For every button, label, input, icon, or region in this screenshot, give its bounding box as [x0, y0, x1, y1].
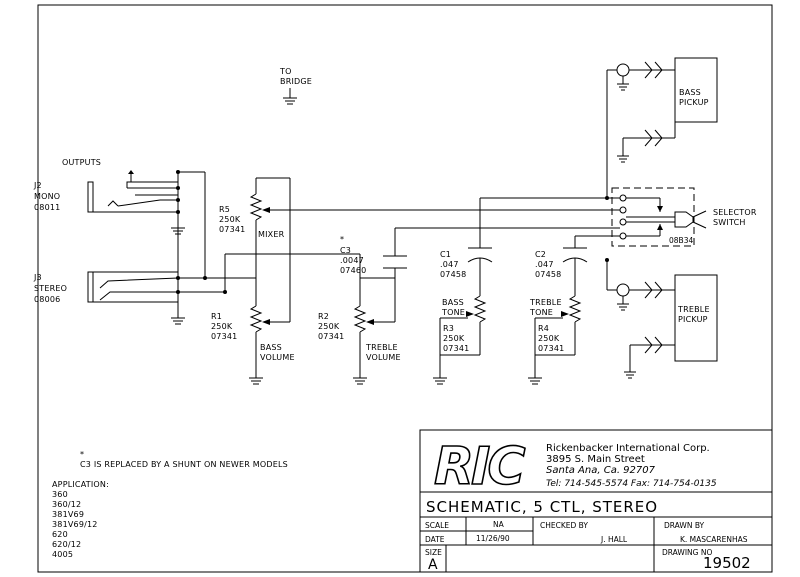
bass-tone-label-2: TONE [441, 308, 465, 317]
c3-note: C3 IS REPLACED BY A SHUNT ON NEWER MODEL… [80, 460, 288, 469]
c3-label-1: C3 [340, 246, 351, 255]
company-address-2: Santa Ana, Ca. 92707 [546, 465, 656, 476]
jack-j3-stereo: J3 STEREO 08006 [33, 271, 179, 304]
capacitor-c3: * C3 .0047 07460 [340, 227, 612, 306]
c1-label-1: C1 [440, 250, 451, 259]
checked-by-label: CHECKED BY [540, 521, 588, 530]
application-item: 381V69/12 [52, 520, 98, 529]
r2-label-3: 07341 [318, 332, 344, 341]
r1-label-2: 250K [211, 322, 233, 331]
treble-volume-label-2: VOLUME [366, 353, 401, 362]
r3-label-2: 250K [443, 334, 465, 343]
outputs-label: OUTPUTS [62, 158, 101, 167]
drawing-no-label: DRAWING NO [662, 548, 712, 557]
application-item: 381V69 [52, 510, 84, 519]
bass-tone-label-1: BASS [442, 298, 464, 307]
r5-label-1: R5 [219, 205, 230, 214]
j3-label-3: 08006 [34, 295, 60, 304]
c2-label-3: 07458 [535, 270, 561, 279]
c2-label-2: .047 [535, 260, 554, 269]
size-value: A [428, 557, 438, 573]
c2-label-1: C2 [535, 250, 546, 259]
company-address-1: 3895 S. Main Street [546, 454, 645, 465]
drawing-title: SCHEMATIC, 5 CTL, STEREO [426, 498, 658, 516]
j3-label-2: STEREO [34, 284, 67, 293]
application-item: 360/12 [52, 500, 81, 509]
application-item: 620/12 [52, 540, 81, 549]
r5-label-2: 250K [219, 215, 241, 224]
application-item: 4005 [52, 550, 73, 559]
r3-label-1: R3 [443, 324, 454, 333]
c1-label-3: 07458 [440, 270, 466, 279]
drawing-border [37, 4, 773, 573]
r2-label-1: R2 [318, 312, 329, 321]
selector-switch: SELECTOR SWITCH 08B34 [611, 187, 757, 247]
treble-pickup-label-1: TREBLE [677, 305, 710, 314]
note-star: * [80, 450, 84, 459]
r1-label-3: 07341 [211, 332, 237, 341]
date-label: DATE [425, 535, 445, 544]
bass-pickup: BASS PICKUP [606, 57, 718, 198]
bridge-ground: TO BRIDGE [279, 67, 312, 105]
r4-label-2: 250K [538, 334, 560, 343]
c3-label-2: .0047 [340, 256, 364, 265]
c1-label-2: .047 [440, 260, 459, 269]
c3-label-3: 07460 [340, 266, 366, 275]
j2-label-1: J2 [33, 181, 42, 190]
application-item: 360 [52, 490, 68, 499]
title-block: RIC Rickenbacker International Corp. 389… [419, 429, 773, 573]
company-name: Rickenbacker International Corp. [546, 443, 710, 454]
application-item: 620 [52, 530, 68, 539]
bass-pickup-label-2: PICKUP [679, 98, 709, 107]
treble-tone-label-2: TONE [529, 308, 553, 317]
bass-pickup-label-1: BASS [679, 88, 701, 97]
mixer-label: MIXER [258, 230, 285, 239]
r3-label-3: 07341 [443, 344, 469, 353]
treble-tone-circuit: C2 .047 07458 TREBLE TONE R4 250K 07341 [528, 236, 588, 385]
j2-label-3: 08011 [34, 203, 60, 212]
drawing-no-value: 19502 [703, 554, 751, 572]
drawn-by-label: DRAWN BY [664, 521, 705, 530]
treble-pickup-label-2: PICKUP [678, 315, 708, 324]
date-value: 11/26/90 [476, 534, 510, 543]
bass-volume-label-2: VOLUME [260, 353, 295, 362]
treble-tone-label-1: TREBLE [529, 298, 562, 307]
pot-r2-treble-volume: R2 250K 07341 TREBLE VOLUME [318, 278, 401, 385]
bass-volume-label-1: BASS [260, 343, 282, 352]
j3-label-1: J3 [33, 273, 42, 282]
drawn-by-value: K. MASCARENHAS [680, 535, 748, 544]
r5-label-3: 07341 [219, 225, 245, 234]
to-bridge-label-2: BRIDGE [280, 77, 312, 86]
switch-part-label: 08B34 [669, 236, 693, 245]
treble-pickup: TREBLE PICKUP [606, 260, 718, 379]
pot-r5-mixer: R5 250K 07341 MIXER [219, 177, 612, 323]
selector-switch-label-2: SWITCH [713, 218, 746, 227]
bass-tone-circuit: C1 .047 07458 BASS TONE R3 250K 07341 [433, 198, 493, 385]
applications-list: 360 360/12 381V69 381V69/12 620 620/12 4… [52, 490, 98, 559]
company-phone: Tel: 714-545-5574 Fax: 714-754-0135 [546, 479, 717, 489]
r2-label-2: 250K [318, 322, 340, 331]
jack-j2-mono: J2 MONO 08011 [33, 170, 170, 213]
j2-label-2: MONO [34, 192, 60, 201]
ric-logo-text: RIC [434, 437, 525, 497]
treble-volume-label-1: TREBLE [365, 343, 398, 352]
selector-switch-label-1: SELECTOR [713, 208, 757, 217]
r4-label-1: R4 [538, 324, 549, 333]
scale-label: SCALE [425, 521, 449, 530]
r4-label-3: 07341 [538, 344, 564, 353]
ric-logo: RIC [433, 436, 529, 498]
applications-title: APPLICATION: [52, 480, 109, 489]
checked-by-value: J. HALL [600, 535, 628, 544]
c3-star: * [340, 235, 344, 244]
to-bridge-label-1: TO [279, 67, 292, 76]
scale-value: NA [493, 520, 505, 529]
pot-r1-bass-volume: R1 250K 07341 BASS VOLUME [211, 278, 295, 385]
size-label: SIZE [425, 548, 442, 557]
r1-label-1: R1 [211, 312, 222, 321]
